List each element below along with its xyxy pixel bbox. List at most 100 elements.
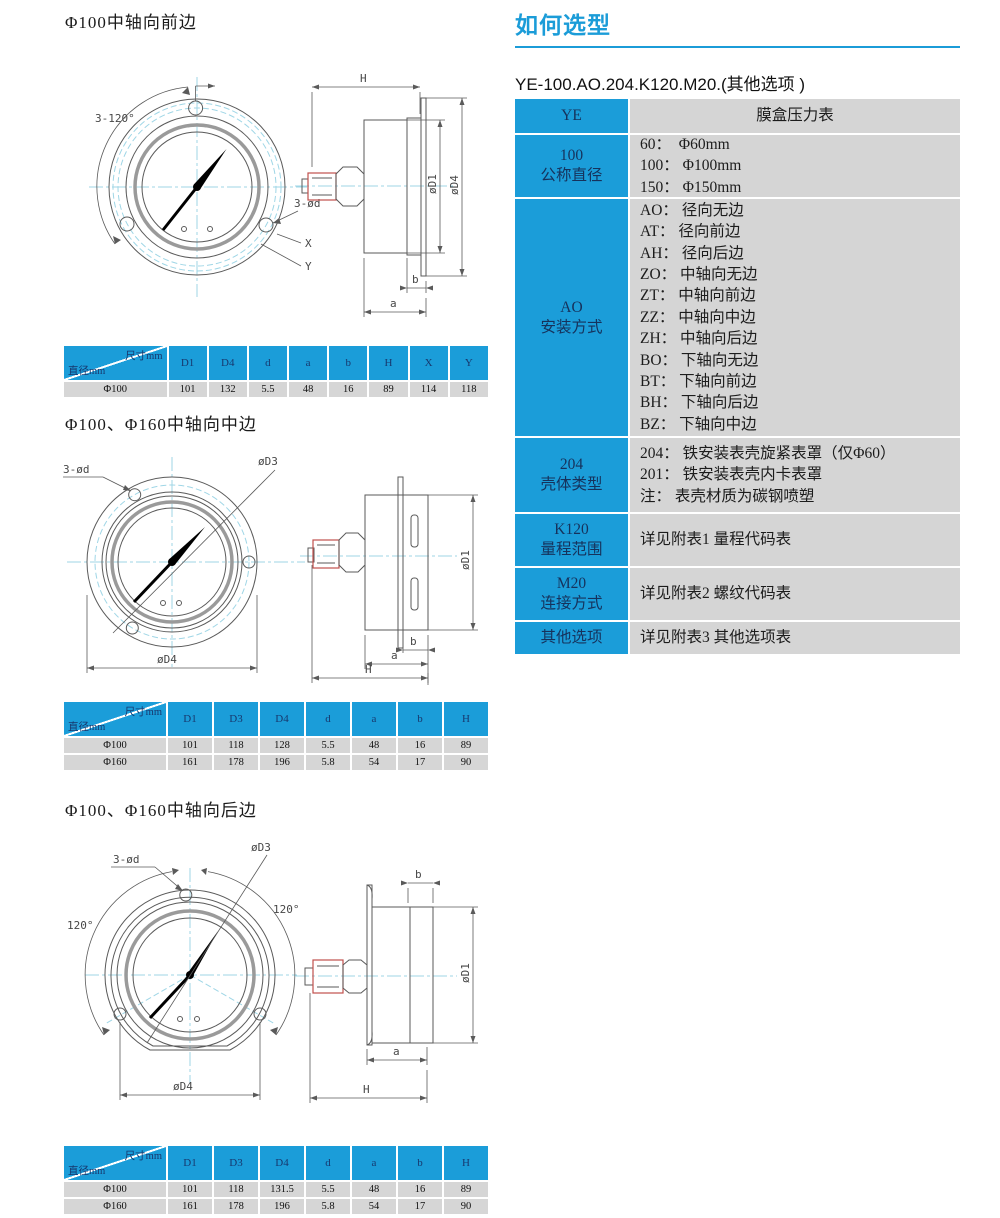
table-row: Φ100 101 132 5.5 48 16 89 114 118 xyxy=(64,382,488,397)
cell: 161 xyxy=(168,755,212,770)
cell: 89 xyxy=(444,1182,488,1197)
section-title-rear-edge: Φ100、Φ160中轴向后边 xyxy=(65,801,257,820)
code-cell: M20 连接方式 xyxy=(515,568,628,620)
cell: 114 xyxy=(409,382,448,397)
row-label: Φ100 xyxy=(64,738,166,753)
table-row: Φ100 101 118 131.5 5.5 48 16 89 xyxy=(64,1182,488,1197)
desc-line: BZ： 下轴向中边 xyxy=(640,415,757,433)
desc-line: AO： 径向无边 xyxy=(640,201,744,219)
cell: 196 xyxy=(260,1199,304,1214)
cell: 5.5 xyxy=(306,1182,350,1197)
desc-cell: 详见附表1 量程代码表 xyxy=(630,514,960,566)
dimension-table-rear-edge: 尺寸mm 直径mm D1 D3 D4 d a b H Φ100 101 118 … xyxy=(62,1144,490,1216)
desc-line: AT： 径向前边 xyxy=(640,223,741,241)
cell: 16 xyxy=(398,738,442,753)
code-label: 100 xyxy=(559,147,584,164)
angle-left-label: 120° xyxy=(67,919,94,932)
h-dim-label: H xyxy=(360,72,367,85)
desc-cell: 详见附表3 其他选项表 xyxy=(630,622,960,654)
desc-line: 注： 表壳材质为碳钢喷塑 xyxy=(640,487,815,505)
selection-row-series: YE 膜盒压力表 xyxy=(515,99,960,133)
section-title-front-edge: Φ100中轴向前边 xyxy=(65,13,197,32)
desc-cell: 60： Φ60mm 100： Φ100mm 150： Φ150mm xyxy=(630,135,960,197)
row-label: Φ100 xyxy=(64,1182,166,1197)
col-header: D1 xyxy=(168,702,212,736)
d1-dim-label: øD1 xyxy=(459,963,472,983)
corner-cell: 尺寸mm 直径mm xyxy=(64,702,166,736)
cell: 118 xyxy=(214,738,258,753)
col-header: D3 xyxy=(214,1146,258,1180)
cell: 48 xyxy=(352,1182,396,1197)
cell: 101 xyxy=(168,738,212,753)
code-cell: 100 公称直径 xyxy=(515,135,628,197)
col-header: D1 xyxy=(168,1146,212,1180)
desc-line: 201： 铁安装表壳内卡表罩 xyxy=(640,466,823,484)
d1-dim-label: øD1 xyxy=(426,174,439,194)
corner-diameter-label: 直径mm xyxy=(68,366,106,377)
cell: 101 xyxy=(168,1182,212,1197)
col-header: H xyxy=(444,702,488,736)
code-name: 壳体类型 xyxy=(540,476,603,493)
code-name: 公称直径 xyxy=(540,167,603,184)
selection-row-diameter: 100 公称直径 60： Φ60mm 100： Φ100mm 150： Φ150… xyxy=(515,135,960,197)
cell: 128 xyxy=(260,738,304,753)
selection-row-case-type: 204 壳体类型 204： 铁安装表壳旋紧表罩（仅Φ60） 201： 铁安装表壳… xyxy=(515,438,960,512)
selection-row-mounting: AO 安装方式 AO： 径向无边 AT： 径向前边 AH： 径向后边 ZO： 中… xyxy=(515,199,960,436)
code-name: 量程范围 xyxy=(540,541,603,558)
desc-line: 膜盒压力表 xyxy=(756,107,834,125)
corner-size-label: 尺寸mm xyxy=(124,707,162,718)
cell: 16 xyxy=(329,382,368,397)
desc-line: ZO： 中轴向无边 xyxy=(640,265,758,283)
corner-cell: 尺寸mm 直径mm xyxy=(64,1146,166,1180)
code-label: M20 xyxy=(556,575,587,592)
technical-drawing-rear-edge: 120° 120° 3-ød øD3 øD4 xyxy=(67,841,478,1103)
desc-line: BT： 下轴向前边 xyxy=(640,373,757,391)
col-header: d xyxy=(248,346,288,380)
cell: 132 xyxy=(208,382,247,397)
cell: 101 xyxy=(168,382,207,397)
d4-dim-label: øD4 xyxy=(173,1080,193,1093)
header-row: 尺寸mm 直径mm D1 D4 d a b H X Y xyxy=(64,346,488,380)
corner-size-label: 尺寸mm xyxy=(124,1151,162,1162)
b-dim-label: b xyxy=(410,635,417,648)
code-cell: K120 量程范围 xyxy=(515,514,628,566)
cell: 161 xyxy=(168,1199,212,1214)
col-header: a xyxy=(352,1146,396,1180)
code-cell: AO 安装方式 xyxy=(515,199,628,436)
selection-row-connection: M20 连接方式 详见附表2 螺纹代码表 xyxy=(515,568,960,620)
cell: 17 xyxy=(398,1199,442,1214)
code-label: YE xyxy=(561,107,582,124)
col-header: H xyxy=(444,1146,488,1180)
code-label: K120 xyxy=(554,521,589,538)
code-label: AO xyxy=(560,298,583,316)
cell: 131.5 xyxy=(260,1182,304,1197)
b-dim-label: b xyxy=(415,868,422,881)
col-header: d xyxy=(306,1146,350,1180)
header-row: 尺寸mm 直径mm D1 D3 D4 d a b H xyxy=(64,702,488,736)
b-dim-label: b xyxy=(412,273,419,286)
cell: 178 xyxy=(214,755,258,770)
side-view: b øD1 a H xyxy=(295,868,478,1103)
section-title-mid-edge: Φ100、Φ160中轴向中边 xyxy=(65,415,257,434)
col-header: X xyxy=(409,346,448,380)
technical-drawing-front-edge: 3-120° 3-ød X Y xyxy=(89,72,467,317)
col-header: D4 xyxy=(260,702,304,736)
corner-size-label: 尺寸mm xyxy=(125,351,163,362)
dimension-table-mid-edge: 尺寸mm 直径mm D1 D3 D4 d a b H Φ100 101 118 … xyxy=(62,700,490,772)
angle-right-label: 120° xyxy=(273,903,300,916)
table-row: Φ160 161 178 196 5.8 54 17 90 xyxy=(64,755,488,770)
col-header: b xyxy=(329,346,368,380)
d1-dim-label: øD1 xyxy=(459,550,472,570)
cell: 90 xyxy=(444,1199,488,1214)
code-cell: 204 壳体类型 xyxy=(515,438,628,512)
cell: 17 xyxy=(398,755,442,770)
code-cell: YE xyxy=(515,99,628,133)
holes-label: 3-ød xyxy=(63,463,90,476)
desc-line: 100： Φ100mm xyxy=(640,157,742,175)
cell: 48 xyxy=(289,382,328,397)
technical-drawing-mid-edge: 3-ød øD3 øD4 xyxy=(63,455,478,685)
selection-table: YE 膜盒压力表 100 公称直径 60： Φ60mm 100： Φ100mm … xyxy=(515,99,960,656)
holes-label: 3-ød xyxy=(294,197,321,210)
cell: 54 xyxy=(352,755,396,770)
